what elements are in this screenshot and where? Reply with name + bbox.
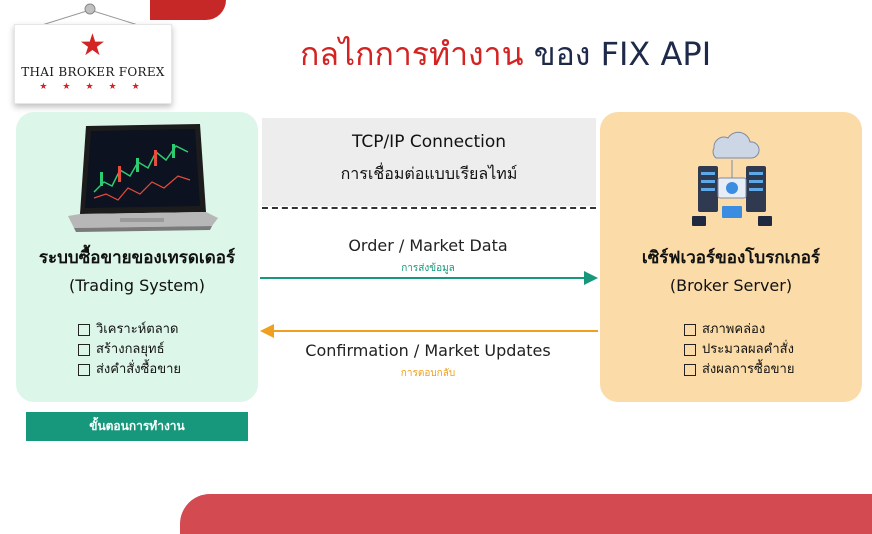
list-item: ส่งคำสั่งซื้อขาย — [78, 360, 181, 380]
page-title: กลไกการทำงาน ของ FIX API — [300, 34, 860, 74]
list-item: วิเคราะห์ตลาด — [78, 320, 181, 340]
forward-arrow-head-icon — [584, 271, 598, 285]
bottom-ribbon-decoration — [180, 494, 872, 534]
server-cloud-icon — [692, 131, 772, 226]
dashed-divider — [262, 207, 596, 209]
checkbox-icon — [684, 364, 696, 376]
forward-flow-label: Order / Market Data — [348, 236, 508, 255]
broker-server-subtitle: (Broker Server) — [669, 276, 793, 295]
return-flow-label: Confirmation / Market Updates — [305, 341, 551, 360]
checkbox-icon — [78, 344, 90, 356]
return-arrow-head-icon — [260, 324, 274, 338]
broker-feature-list: สภาพคล่อง ประมวลผลคำสั่ง ส่งผลการซื้อขาย — [684, 320, 794, 380]
trading-feature-list: วิเคราะห์ตลาด สร้างกลยุทธ์ ส่งคำสั่งซื้อ… — [78, 320, 181, 380]
forward-flow-sublabel: การส่งข้อมูล — [401, 263, 455, 274]
page-title-rest: ของ FIX API — [523, 35, 712, 73]
connection-box: TCP/IP Connection การเชื่อมต่อแบบเรียลไท… — [262, 118, 596, 206]
broker-server-panel: เซิร์ฟเวอร์ของโบรกเกอร์ (Broker Server) … — [600, 112, 862, 402]
trading-system-panel: ระบบซื้อขายของเทรดเดอร์ (Trading System)… — [16, 112, 258, 402]
checkbox-icon — [684, 344, 696, 356]
checkbox-icon — [684, 324, 696, 336]
brand-name: THAI BROKER FOREX — [21, 65, 165, 79]
flow-arrows — [260, 271, 598, 338]
brand-logo: ★ THAI BROKER FOREX ★★★★★ — [14, 24, 172, 104]
connection-title: TCP/IP Connection — [351, 132, 507, 152]
page-title-highlight: กลไกการทำงาน — [300, 35, 524, 73]
list-item: ประมวลผลคำสั่ง — [684, 340, 794, 360]
trading-system-title: ระบบซื้อขายของเทรดเดอร์ — [38, 248, 236, 268]
broker-server-title: เซิร์ฟเวอร์ของโบรกเกอร์ — [641, 248, 821, 268]
return-flow-sublabel: การตอบกลับ — [400, 368, 456, 379]
list-item: สภาพคล่อง — [684, 320, 794, 340]
top-ribbon-decoration — [150, 0, 226, 20]
checkbox-icon — [78, 364, 90, 376]
workflow-steps-button[interactable]: ขั้นตอนการทำงาน — [26, 412, 248, 441]
stars-row-icon: ★★★★★ — [39, 82, 155, 92]
trading-system-subtitle: (Trading System) — [69, 276, 205, 295]
list-item: ส่งผลการซื้อขาย — [684, 360, 794, 380]
list-item: สร้างกลยุทธ์ — [78, 340, 181, 360]
star-icon: ★ — [79, 28, 106, 63]
connection-subtitle: การเชื่อมต่อแบบเรียลไทม์ — [340, 164, 518, 183]
laptop-chart-icon — [68, 124, 218, 232]
checkbox-icon — [78, 324, 90, 336]
